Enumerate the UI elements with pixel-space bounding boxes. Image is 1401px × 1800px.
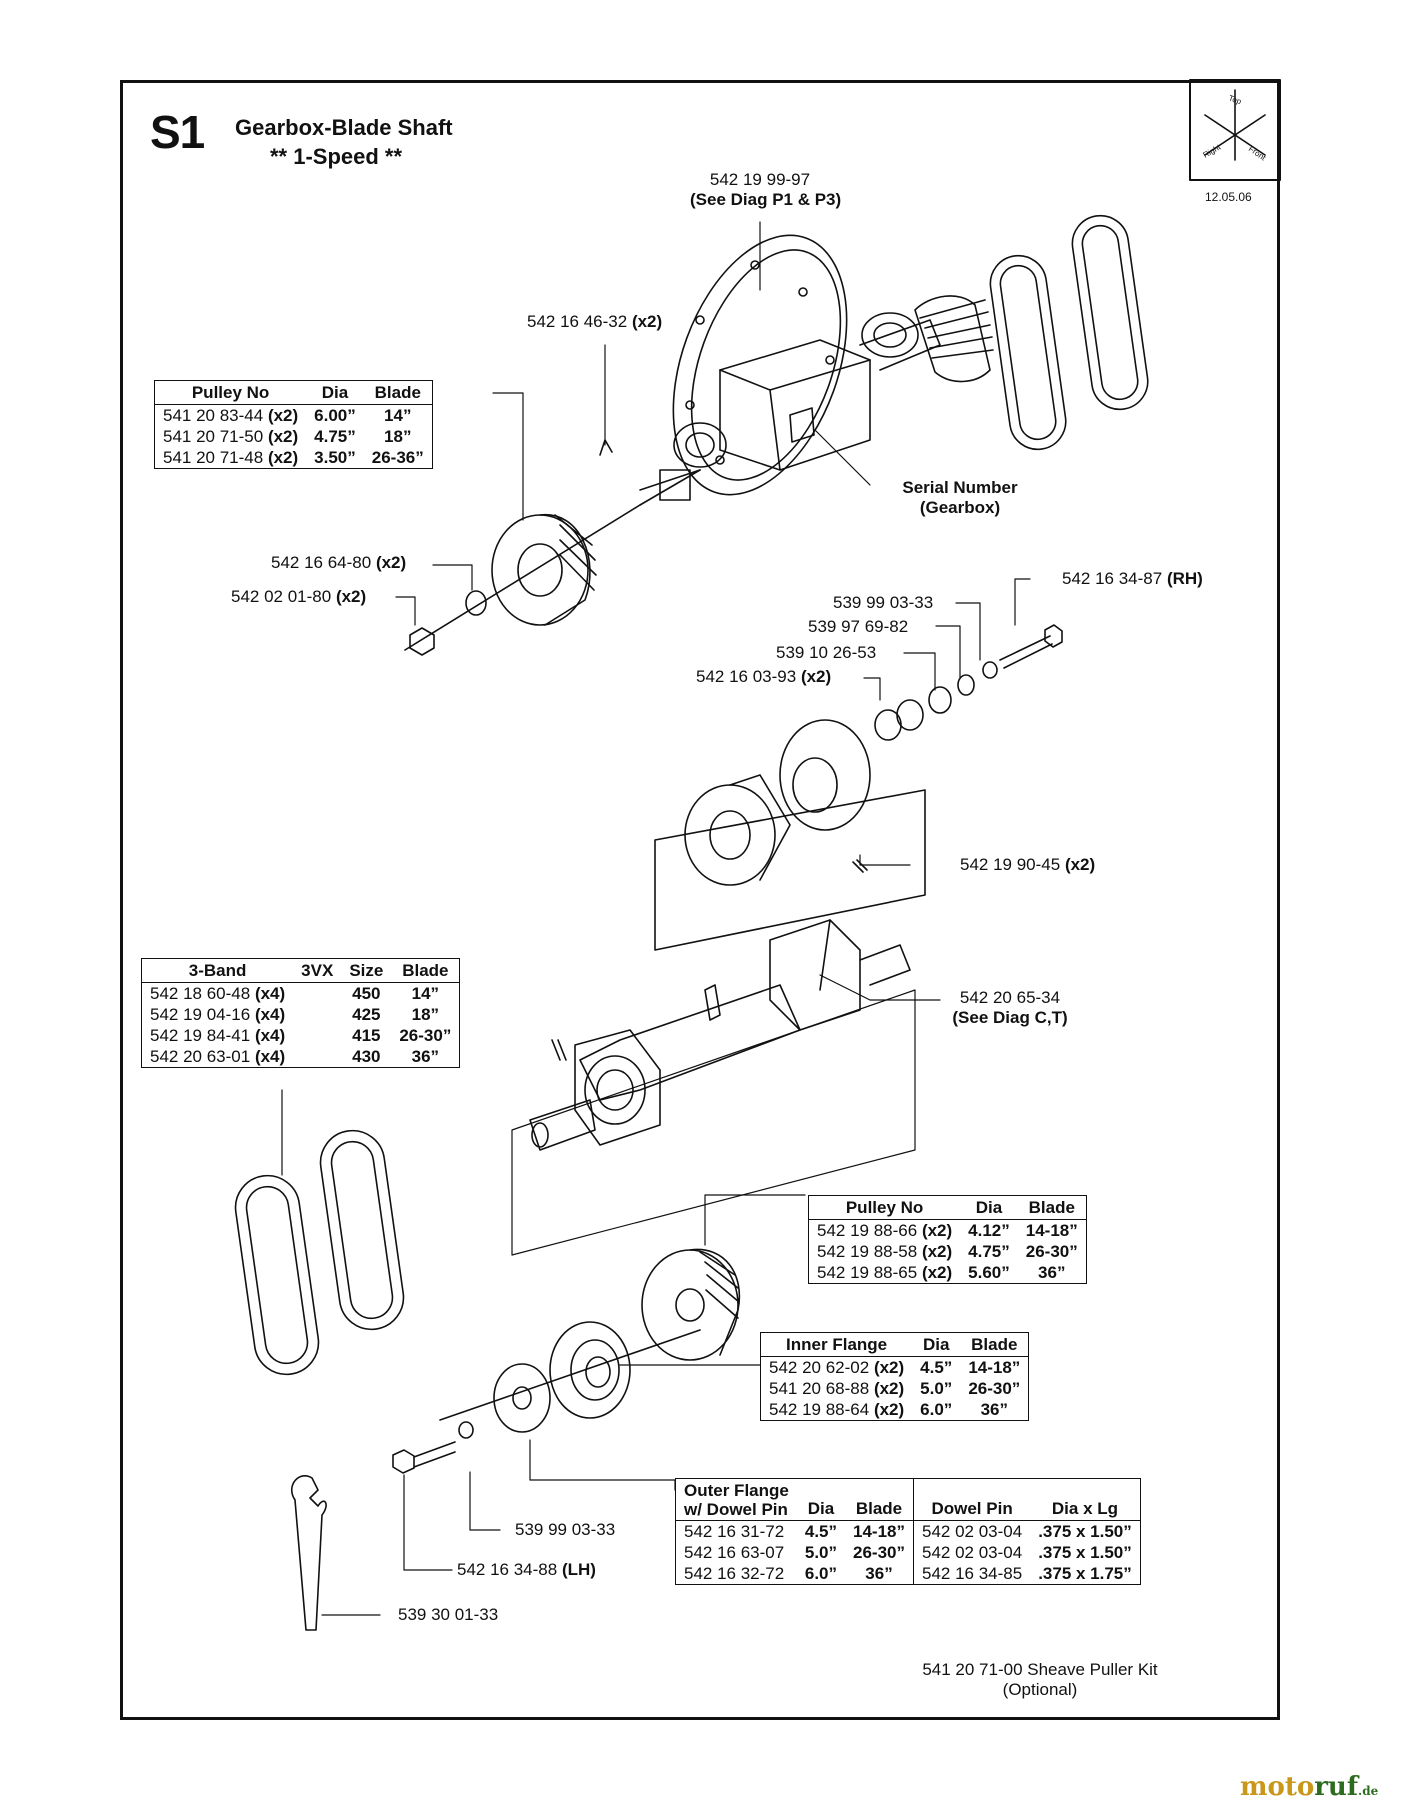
col-blade: Blade <box>1017 1195 1087 1220</box>
col-blade: Blade <box>391 958 460 983</box>
col-pulley-no: Pulley No <box>808 1195 961 1220</box>
table-row: 542 19 88-66 (x2)4.12”14-18” <box>817 1221 1078 1240</box>
table-row: 541 20 71-50 (x2)4.75”18” <box>163 427 412 446</box>
belt-table: 3-Band 3VX Size Blade 542 18 60-48 (x4)4… <box>141 958 461 1068</box>
table-row: 542 19 88-64 (x2)6.0”36” <box>769 1400 1009 1419</box>
col-size: Size <box>341 958 392 983</box>
col-dia-lg: Dia x Lg <box>1030 1478 1141 1521</box>
gearbox-part-label: 542 19 99-97(See Diag P1 & P3) <box>690 170 842 209</box>
bolt-rh-part-label: 542 16 34-87 (RH) <box>1062 569 1203 588</box>
col-3vx: 3VX <box>293 958 342 983</box>
serial-number-label: Serial Number(Gearbox) <box>902 478 1018 517</box>
pin-part-label: 542 19 90-45 (x2) <box>960 855 1096 874</box>
gearbox-assembly <box>639 234 994 501</box>
svg-text:Front: Front <box>1247 144 1268 163</box>
wrench-part-label: 539 30 01-33 <box>398 1605 499 1624</box>
diagram-border <box>120 80 1280 1720</box>
spacer-part-label: 542 16 03-93 (x2) <box>696 667 832 686</box>
motoruf-watermark-logo: motoruf.de <box>1240 1772 1379 1800</box>
col-dia: Dia <box>912 1332 961 1357</box>
table-row: 542 19 88-65 (x2)5.60”36” <box>817 1263 1066 1282</box>
gearbox-pulley-table: Pulley No Dia Blade 541 20 83-44 (x2)6.0… <box>154 380 433 469</box>
diagram-title: Gearbox-Blade Shaft <box>235 115 453 140</box>
spindle-pulley-flanges <box>392 1248 741 1474</box>
col-band: 3-Band <box>141 958 294 983</box>
leader-lines <box>281 221 1031 1616</box>
col-dia: Dia <box>960 1195 1018 1220</box>
key-part-label: 542 16 46-32 (x2) <box>527 312 663 331</box>
col-inner-flange: Inner Flange <box>760 1332 913 1357</box>
washer2-part-label: 539 97 69-82 <box>808 617 909 636</box>
gearbox-pulley <box>404 439 701 656</box>
sheave-puller-kit-label: 541 20 71-00 Sheave Puller Kit(Optional) <box>922 1660 1158 1699</box>
diagram-subtitle: ** 1-Speed ** <box>270 144 403 169</box>
col-dia: Dia <box>306 380 364 405</box>
orientation-icon: Top Right Front <box>1189 79 1281 181</box>
nut-part-label: 542 02 01-80 (x2) <box>231 587 367 606</box>
revision-date: 12.05.06 <box>1205 190 1252 204</box>
svg-text:Top: Top <box>1227 93 1243 106</box>
diagram-code: S1 <box>150 106 205 158</box>
washer-part-label: 542 16 64-80 (x2) <box>271 553 407 572</box>
washer3-part-label: 539 10 26-53 <box>776 643 877 662</box>
lockwasher-lh-part-label: 539 99 03-33 <box>515 1520 616 1539</box>
col-blade: Blade <box>845 1478 914 1521</box>
lockwasher-part-label: 539 99 03-33 <box>833 593 934 612</box>
table-row: 541 20 83-44 (x2)6.00”14” <box>163 406 412 425</box>
col-dia: Dia <box>796 1478 845 1521</box>
spindle-top-hardware <box>654 624 1063 951</box>
spindle-pulley-table: Pulley No Dia Blade 542 19 88-66 (x2)4.1… <box>808 1195 1087 1284</box>
drive-belts-lower <box>234 1129 405 1376</box>
table-row: 541 20 71-48 (x2)3.50”26-36” <box>163 448 424 467</box>
table-row: 542 20 62-02 (x2)4.5”14-18” <box>769 1358 1021 1377</box>
drive-belts-upper <box>989 214 1149 451</box>
table-row: 541 20 68-88 (x2)5.0”26-30” <box>769 1379 1021 1398</box>
table-row: 542 19 88-58 (x2)4.75”26-30” <box>817 1242 1078 1261</box>
col-blade: Blade <box>363 380 433 405</box>
inner-flange-table: Inner Flange Dia Blade 542 20 62-02 (x2)… <box>760 1332 1030 1421</box>
bolt-lh-part-label: 542 16 34-88 (LH) <box>457 1560 596 1579</box>
col-blade: Blade <box>960 1332 1029 1357</box>
col-dowel-pin: Dowel Pin <box>912 1478 1031 1521</box>
spindle-part-label: 542 20 65-34(See Diag C,T) <box>952 988 1068 1027</box>
wrench-tool <box>290 1475 327 1631</box>
col-pulley-no: Pulley No <box>154 380 307 405</box>
